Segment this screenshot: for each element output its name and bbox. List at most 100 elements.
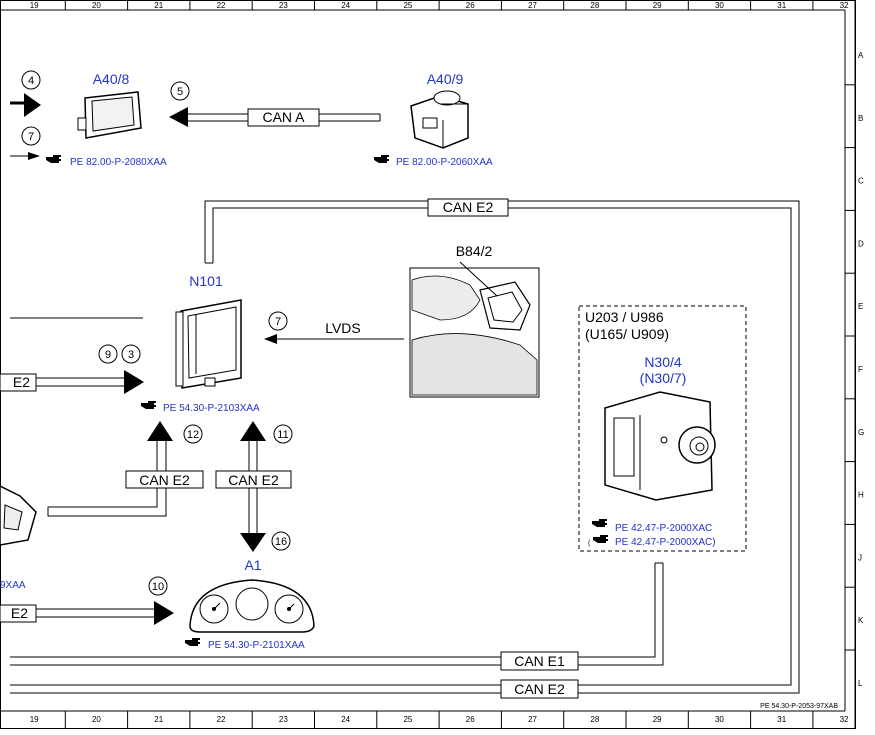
b84-2-label: B84/2 (456, 243, 493, 259)
column-ruler-top: 19 20 21 22 23 24 25 26 27 28 29 30 31 32 (30, 0, 849, 10)
column-label: 31 (777, 715, 786, 724)
svg-text:PE 42.47-P-2000XAC): PE 42.47-P-2000XAC) (615, 537, 716, 548)
marker-3: 3 (121, 344, 141, 364)
column-label: 22 (217, 715, 226, 724)
left-partial-reference: 9XAA (0, 580, 26, 591)
can-e2-bottom-bus: CAN E2 (10, 679, 579, 699)
row-label: E (858, 302, 863, 311)
a40-9-label: A40/9 (427, 71, 464, 87)
svg-text:PE 54.30-P-2101XAA: PE 54.30-P-2101XAA (208, 640, 305, 651)
svg-text:9: 9 (105, 349, 111, 361)
svg-text:16: 16 (275, 536, 287, 548)
svg-text:7: 7 (275, 316, 281, 328)
pointing-hand-icon (593, 535, 608, 543)
row-label: K (858, 616, 864, 625)
marker-5: 5 (170, 81, 190, 101)
n30-reference-2: ( PE 42.47-P-2000XAC) (588, 535, 716, 548)
svg-text:(U165/ U909): (U165/ U909) (585, 326, 669, 342)
column-label: 21 (154, 715, 163, 724)
a40-8-display-unit (77, 91, 142, 139)
a40-8-label: A40/8 (93, 71, 130, 87)
svg-text:PE 82.00-P-2080XAA: PE 82.00-P-2080XAA (70, 157, 167, 168)
svg-text:CAN E1: CAN E1 (514, 653, 565, 669)
a40-8-reference: PE 82.00-P-2080XAA (46, 155, 167, 168)
column-label: 29 (653, 1, 662, 10)
column-label: 21 (154, 1, 163, 10)
column-label: 32 (840, 715, 849, 724)
column-label: 23 (279, 1, 288, 10)
row-label: J (858, 553, 862, 562)
column-label: 30 (715, 715, 724, 724)
can-e2-mid-bus: CAN E2 (215, 421, 292, 552)
row-label: F (858, 365, 863, 374)
pointing-hand-icon (141, 401, 156, 409)
marker-10: 10 (148, 576, 168, 596)
n101-control-unit (175, 299, 242, 389)
column-label: 24 (341, 1, 350, 10)
svg-text:4: 4 (28, 75, 34, 87)
svg-text:CAN E2: CAN E2 (514, 681, 565, 697)
n30-abs-unit (604, 391, 716, 501)
svg-text:3: 3 (128, 349, 134, 361)
column-label: 30 (715, 1, 724, 10)
can-e2-left-bus: CAN E2 (47, 421, 204, 517)
svg-text:E2: E2 (11, 605, 28, 621)
a1-reference: PE 54.30-P-2101XAA (185, 638, 305, 651)
column-label: 28 (590, 715, 599, 724)
n30-reference-1: PE 42.47-P-2000XAC (592, 519, 712, 534)
column-label: 27 (528, 715, 537, 724)
marker-4: 4 (21, 70, 41, 90)
row-label: H (858, 491, 864, 500)
column-label: 22 (217, 1, 226, 10)
svg-text:5: 5 (177, 86, 183, 98)
row-label: B (858, 114, 863, 123)
input-arrow-7 (10, 152, 40, 160)
svg-text:PE 82.00-P-2060XAA: PE 82.00-P-2060XAA (396, 157, 493, 168)
e2-left-bus-arrow: E2 (0, 370, 144, 394)
n30-7-label: (N30/7) (640, 370, 687, 386)
column-label: 26 (466, 1, 475, 10)
column-label: 24 (341, 715, 350, 724)
column-label: 29 (653, 715, 662, 724)
svg-text:CAN E2: CAN E2 (443, 199, 494, 215)
column-label: 28 (590, 1, 599, 10)
pointing-hand-icon (592, 519, 607, 527)
column-label: 20 (92, 1, 101, 10)
column-label: 31 (777, 1, 786, 10)
svg-text:CAN A: CAN A (262, 109, 305, 125)
column-label: 32 (840, 1, 849, 10)
svg-text:10: 10 (152, 581, 164, 593)
column-label: 26 (466, 715, 475, 724)
column-label: 27 (528, 1, 537, 10)
a40-9-reference: PE 82.00-P-2060XAA (374, 155, 493, 168)
svg-text:CAN E2: CAN E2 (228, 472, 279, 488)
column-label: 19 (30, 715, 39, 724)
row-label: G (858, 428, 864, 437)
can-a-bus: CAN A (169, 107, 381, 127)
a40-9-camera-unit (410, 90, 469, 149)
marker-7-lvds: 7 (268, 311, 288, 331)
lvds-link: LVDS (264, 320, 404, 344)
svg-text:LVDS: LVDS (325, 320, 361, 336)
svg-text:E2: E2 (13, 374, 30, 390)
row-label: D (858, 239, 864, 248)
row-label: C (858, 177, 864, 186)
can-e2-loop-bus: CAN E2 (204, 198, 800, 694)
marker-16: 16 (271, 531, 291, 551)
pointing-hand-icon (46, 155, 61, 163)
column-label: 25 (403, 1, 412, 10)
column-label: 20 (92, 715, 101, 724)
drawing-id: PE 54.30-P-2053-97XAB (760, 703, 838, 710)
column-label: 19 (30, 1, 39, 10)
marker-12: 12 (183, 424, 203, 444)
row-label: A (858, 51, 864, 60)
pointing-hand-icon (374, 155, 389, 163)
left-partial-component (0, 485, 37, 546)
column-label: 25 (403, 715, 412, 724)
input-arrow-4 (10, 93, 41, 117)
pointing-hand-icon (185, 638, 200, 646)
column-label: 23 (279, 715, 288, 724)
can-e1-bus: CAN E1 (10, 562, 664, 671)
